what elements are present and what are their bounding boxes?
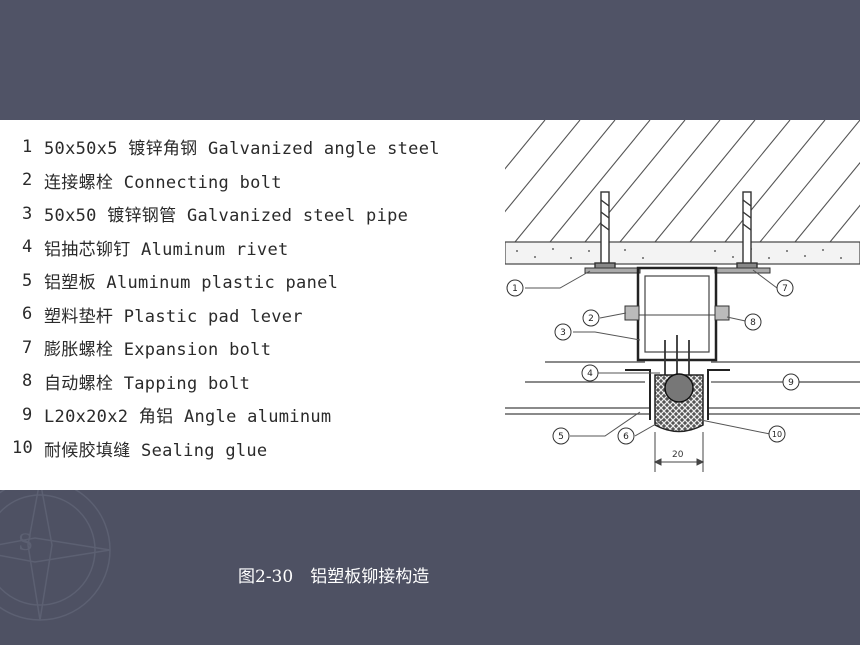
legend-number: 10 xyxy=(12,438,34,459)
legend-number: 6 xyxy=(22,304,33,325)
legend-item: 5 铝塑板 Aluminum plastic panel xyxy=(22,264,492,298)
figure-caption: 图2-30 铝塑板铆接构造 xyxy=(238,567,430,587)
dimension-value: 20 xyxy=(672,450,684,460)
legend-item: 7 膨胀螺栓 Expansion bolt xyxy=(22,331,492,365)
bottom-band xyxy=(0,490,860,645)
legend-item: 2 连接螺栓 Connecting bolt xyxy=(22,164,492,198)
wall-hatch xyxy=(505,120,860,242)
compass-watermark: S xyxy=(0,490,111,621)
angle-aluminum-right xyxy=(707,369,730,420)
svg-text:S: S xyxy=(18,531,33,556)
legend-item: 1 50x50x5 镀锌角钢 Galvanized angle steel xyxy=(22,130,492,164)
callout-1: 1 xyxy=(512,284,518,294)
callout-4: 4 xyxy=(587,369,593,379)
legend-text: 50x50x5 镀锌角钢 Galvanized angle steel xyxy=(44,139,440,160)
legend-number: 9 xyxy=(22,404,33,425)
legend-number: 4 xyxy=(22,237,33,258)
callout-9: 9 xyxy=(788,378,794,388)
rivets xyxy=(664,335,690,375)
dimension-line xyxy=(653,432,705,472)
legend-item: 3 50x50 镀锌钢管 Galvanized steel pipe xyxy=(22,197,492,231)
callout-labels: 1 2 3 4 5 6 7 8 9 10 xyxy=(512,284,794,442)
legend-item: 6 塑料垫杆 Plastic pad lever xyxy=(22,298,492,332)
expansion-bolts xyxy=(594,191,758,270)
concrete-layer xyxy=(505,241,860,265)
callout-3: 3 xyxy=(560,328,566,338)
legend-number: 8 xyxy=(22,371,33,392)
leader-lines xyxy=(525,269,783,437)
callout-7: 7 xyxy=(782,284,788,294)
legend-number: 7 xyxy=(22,337,33,358)
legend-text: L20x20x2 角铝 Angle aluminum xyxy=(44,407,332,428)
legend-number: 1 xyxy=(22,136,33,157)
callout-5: 5 xyxy=(558,432,564,442)
legend-list: 1 50x50x5 镀锌角钢 Galvanized angle steel 2 连接… xyxy=(12,130,492,466)
legend-number: 5 xyxy=(22,270,33,291)
callout-2: 2 xyxy=(588,314,594,324)
connecting-bolts xyxy=(624,305,730,321)
figure-panel: 1 50x50x5 镀锌角钢 Galvanized angle steel 2 连接… xyxy=(0,120,860,490)
angle-aluminum-left xyxy=(625,369,651,420)
legend-number: 2 xyxy=(22,170,33,191)
legend-item: 4 铝抽芯铆钉 Aluminum rivet xyxy=(22,231,492,265)
legend-text: 自动螺栓 Tapping bolt xyxy=(44,373,251,394)
legend-text: 铝抽芯铆钉 Aluminum rivet xyxy=(44,239,289,260)
legend-item: 8 自动螺栓 Tapping bolt xyxy=(22,365,492,399)
callout-markers xyxy=(506,279,800,445)
top-band xyxy=(0,0,860,120)
legend-text: 连接螺栓 Connecting bolt xyxy=(44,172,282,193)
angle-steel-right xyxy=(714,267,771,274)
callout-6: 6 xyxy=(623,432,629,442)
legend-text: 耐候胶填缝 Sealing glue xyxy=(44,440,268,461)
legend-item: 10 耐候胶填缝 Sealing glue xyxy=(12,432,492,466)
legend-number: 3 xyxy=(22,203,33,224)
construction-drawing: 20 1 2 3 4 5 6 7 8 9 xyxy=(505,120,860,472)
angle-steel-left xyxy=(584,267,641,274)
pad-lever xyxy=(664,373,694,403)
legend-item: 9 L20x20x2 角铝 Angle aluminum xyxy=(22,398,492,432)
legend-text: 膨胀螺栓 Expansion bolt xyxy=(44,340,272,361)
legend-text: 铝塑板 Aluminum plastic panel xyxy=(44,273,339,294)
legend-text: 50x50 镀锌钢管 Galvanized steel pipe xyxy=(44,206,409,227)
callout-8: 8 xyxy=(750,318,756,328)
legend-text: 塑料垫杆 Plastic pad lever xyxy=(44,306,303,327)
callout-10: 10 xyxy=(772,430,782,439)
